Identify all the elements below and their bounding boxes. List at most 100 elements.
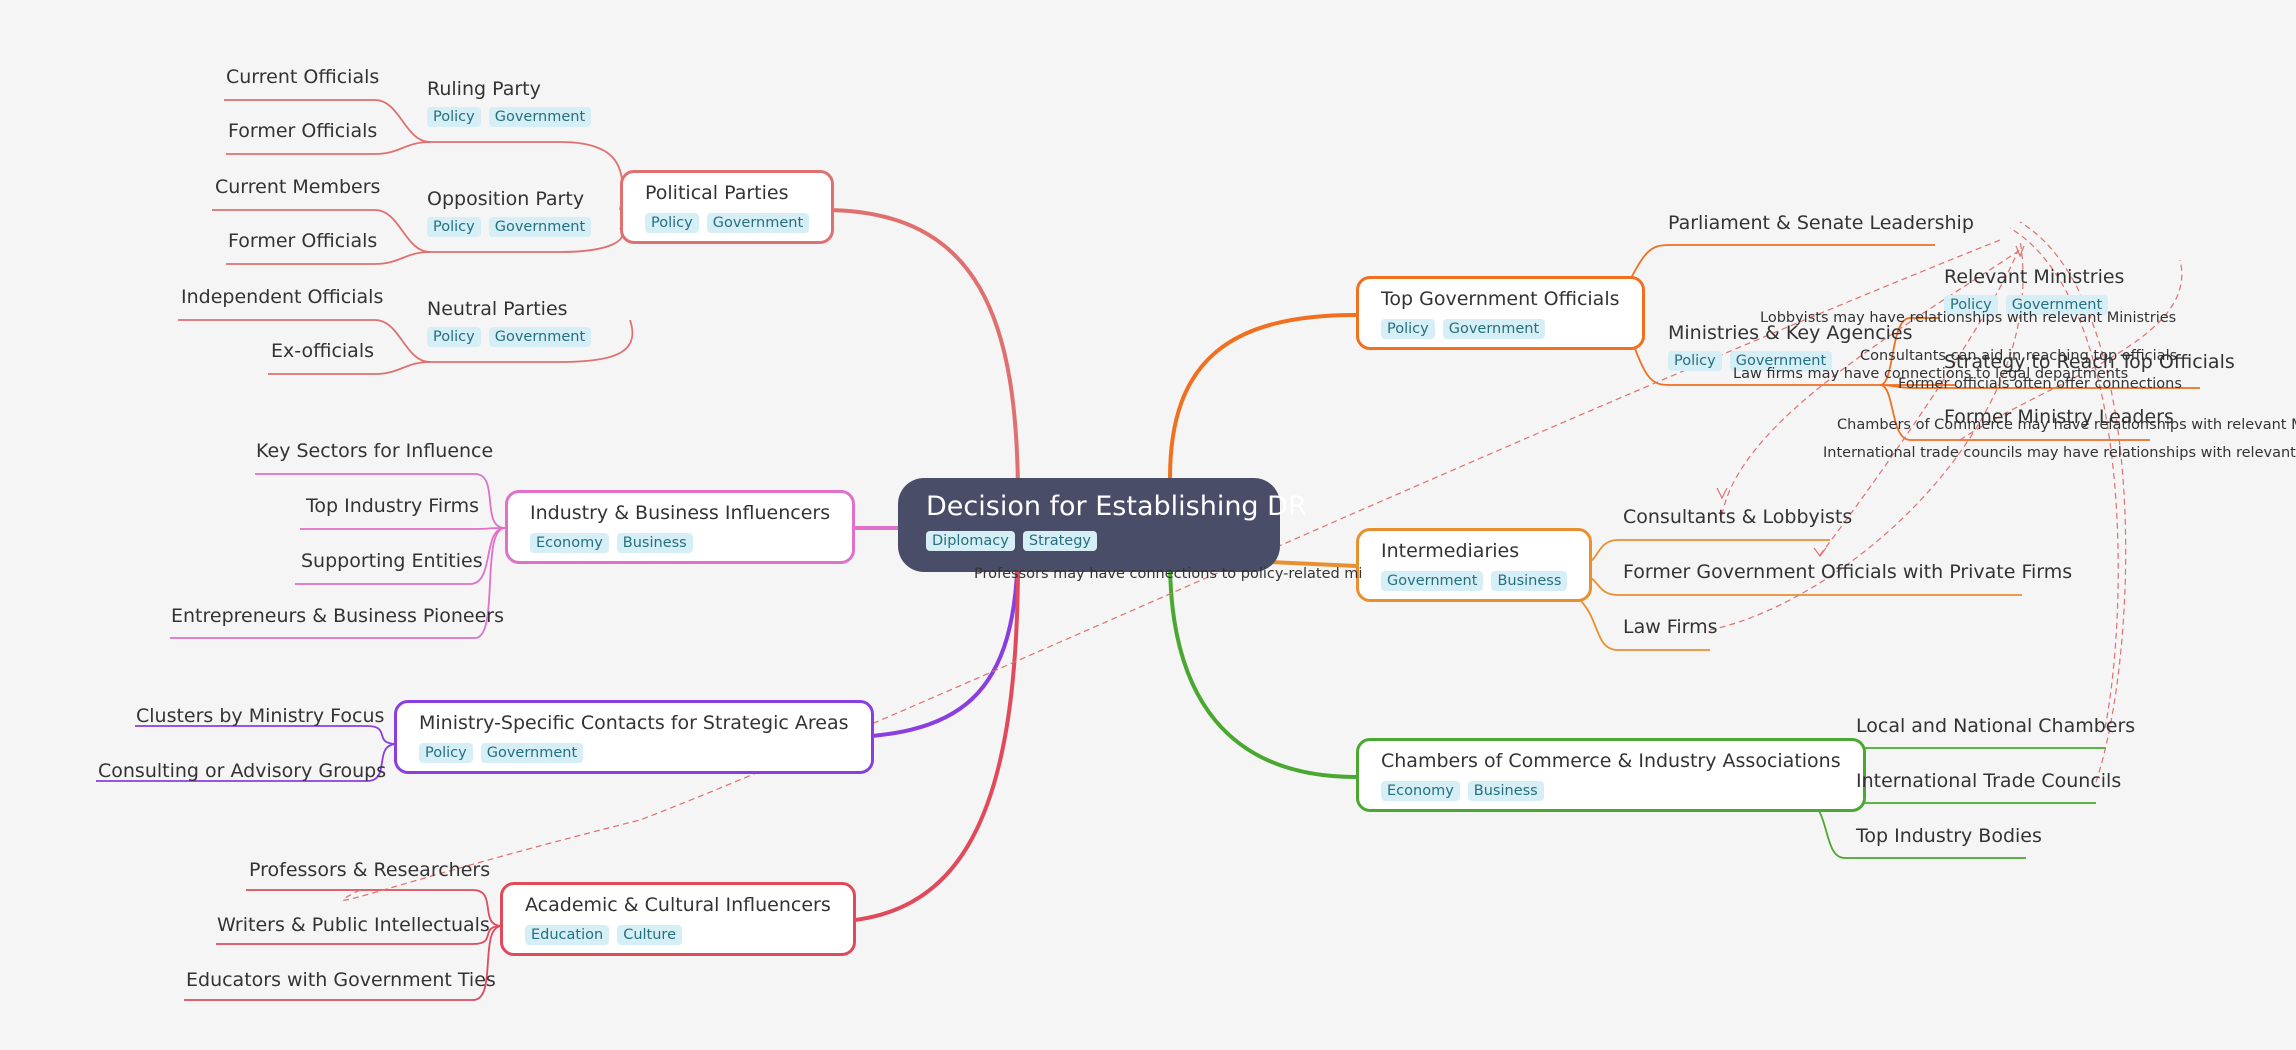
leaf-educators[interactable]: Educators with Government Ties [186,969,496,992]
relevant-ministries-node[interactable]: Relevant Ministries Policy Government [1944,266,2124,315]
tag-policy: Policy [427,216,481,237]
leaf-former-officials[interactable]: Former Officials [228,120,377,143]
relationship-note: International trade councils may have re… [1823,445,2296,461]
relationship-note: Professors may have connections to polic… [974,566,1363,582]
leaf-current-members[interactable]: Current Members [215,176,380,199]
relationship-note: Former officials often offer connections [1898,376,2182,392]
leaf-clusters[interactable]: Clusters by Ministry Focus [136,705,384,728]
neutral-parties-title: Neutral Parties [427,298,568,320]
leaf-professors[interactable]: Professors & Researchers [249,859,490,882]
leaf-law-firms[interactable]: Law Firms [1623,616,1718,639]
tag-policy: Policy [1944,294,1998,315]
tag-government: Government [1442,318,1546,339]
leaf-top-industry-bodies[interactable]: Top Industry Bodies [1856,825,2042,848]
leaf-label: Writers & Public Intellectuals [217,914,490,936]
tag-policy: Policy [419,742,473,763]
leaf-supporting-entities[interactable]: Supporting Entities [301,550,483,573]
leaf-label: Former Officials [228,120,378,142]
relevant-ministries-title: Relevant Ministries [1944,266,2125,288]
leaf-consulting-groups[interactable]: Consulting or Advisory Groups [98,760,386,783]
tag-culture: Culture [617,924,682,945]
tag-policy: Policy [1381,318,1435,339]
industry-node[interactable]: Industry & Business Influencers Economy … [505,490,856,564]
leaf-label: Parliament & Senate Leadership [1668,212,1974,234]
tag-government: Government [1381,570,1484,591]
political-parties-title: Political Parties [645,182,789,204]
opposition-party-node[interactable]: Opposition Party Policy Government [427,188,592,237]
leaf-parliament[interactable]: Parliament & Senate Leadership [1668,212,1974,235]
tag-business: Business [1491,570,1568,591]
top-government-node[interactable]: Top Government Officials Policy Governme… [1356,276,1645,350]
leaf-top-industry-firms[interactable]: Top Industry Firms [306,495,479,518]
leaf-label: Current Officials [226,66,380,88]
root-node[interactable]: Decision for Establishing DR Diplomacy S… [898,478,1307,572]
tag-education: Education [525,924,610,945]
tag-policy: Policy [645,212,699,233]
chambers-node[interactable]: Chambers of Commerce & Industry Associat… [1356,738,1866,812]
leaf-independent-officials[interactable]: Independent Officials [181,286,383,309]
leaf-label: Clusters by Ministry Focus [136,705,385,727]
tag-economy: Economy [1381,780,1460,801]
leaf-consultants-lobbyists[interactable]: Consultants & Lobbyists [1623,506,1852,529]
ministry-contacts-node[interactable]: Ministry-Specific Contacts for Strategic… [394,700,874,774]
leaf-label: Ex-officials [271,340,374,362]
tag-diplomacy: Diplomacy [926,531,1015,552]
leaf-label: Consulting or Advisory Groups [98,760,387,782]
industry-title: Industry & Business Influencers [530,502,831,524]
leaf-label: Law Firms [1623,616,1718,638]
tag-government: Government [488,326,592,347]
leaf-local-chambers[interactable]: Local and National Chambers [1856,715,2135,738]
root-title: Decision for Establishing DR [926,491,1307,522]
tag-policy: Policy [427,106,481,127]
leaf-label: Former Government Officials with Private… [1623,561,2073,583]
leaf-label: Educators with Government Ties [186,969,496,991]
tag-government: Government [488,106,592,127]
top-government-title: Top Government Officials [1381,288,1620,310]
tag-policy: Policy [427,326,481,347]
leaf-label: Key Sectors for Influence [256,440,494,462]
tag-government: Government [488,216,592,237]
leaf-label: Former Officials [228,230,378,252]
tag-government: Government [706,212,810,233]
neutral-parties-node[interactable]: Neutral Parties Policy Government [427,298,592,347]
leaf-former-ministry-leaders[interactable]: Former Ministry Leaders [1944,406,2174,429]
leaf-former-officials-2[interactable]: Former Officials [228,230,377,253]
ministry-contacts-title: Ministry-Specific Contacts for Strategic… [419,712,849,734]
leaf-former-gov-officials[interactable]: Former Government Officials with Private… [1623,561,2072,584]
ministries-agencies-node[interactable]: Ministries & Key Agencies Policy Governm… [1668,322,1913,371]
intermediaries-title: Intermediaries [1381,540,1520,562]
leaf-label: International Trade Councils [1856,770,2122,792]
relationship-note: Chambers of Commerce may have relationsh… [1837,417,2296,433]
tag-government: Government [2005,294,2109,315]
tag-strategy: Strategy [1022,531,1098,552]
leaf-label: Current Members [215,176,381,198]
leaf-international-councils[interactable]: International Trade Councils [1856,770,2121,793]
academic-node[interactable]: Academic & Cultural Influencers Educatio… [500,882,856,956]
opposition-party-title: Opposition Party [427,188,585,210]
tag-government: Government [1729,350,1833,371]
ruling-party-title: Ruling Party [427,78,541,100]
ministries-agencies-title: Ministries & Key Agencies [1668,322,1913,344]
intermediaries-node[interactable]: Intermediaries Government Business [1356,528,1593,602]
tag-business: Business [616,532,693,553]
leaf-entrepreneurs[interactable]: Entrepreneurs & Business Pioneers [171,605,504,628]
academic-title: Academic & Cultural Influencers [525,894,831,916]
leaf-label: Entrepreneurs & Business Pioneers [171,605,505,627]
leaf-label: Supporting Entities [301,550,483,572]
leaf-strategy[interactable]: Strategy to Reach Top Officials [1944,351,2235,374]
leaf-label: Former Ministry Leaders [1944,406,2174,428]
leaf-key-sectors[interactable]: Key Sectors for Influence [256,440,493,463]
leaf-ex-officials[interactable]: Ex-officials [271,340,374,363]
tag-government: Government [480,742,584,763]
leaf-writers[interactable]: Writers & Public Intellectuals [217,914,490,937]
leaf-current-officials[interactable]: Current Officials [226,66,379,89]
ruling-party-node[interactable]: Ruling Party Policy Government [427,78,592,127]
leaf-label: Independent Officials [181,286,384,308]
leaf-label: Top Industry Bodies [1856,825,2042,847]
relationship-note: Law firms may have connections to legal … [1733,366,2129,382]
leaf-label: Top Industry Firms [306,495,480,517]
relationship-note: Lobbyists may have relationships with re… [1760,310,2177,326]
relationship-note: Consultants can aid in reaching top offi… [1860,348,2178,364]
political-parties-node[interactable]: Political Parties Policy Government [620,170,835,244]
